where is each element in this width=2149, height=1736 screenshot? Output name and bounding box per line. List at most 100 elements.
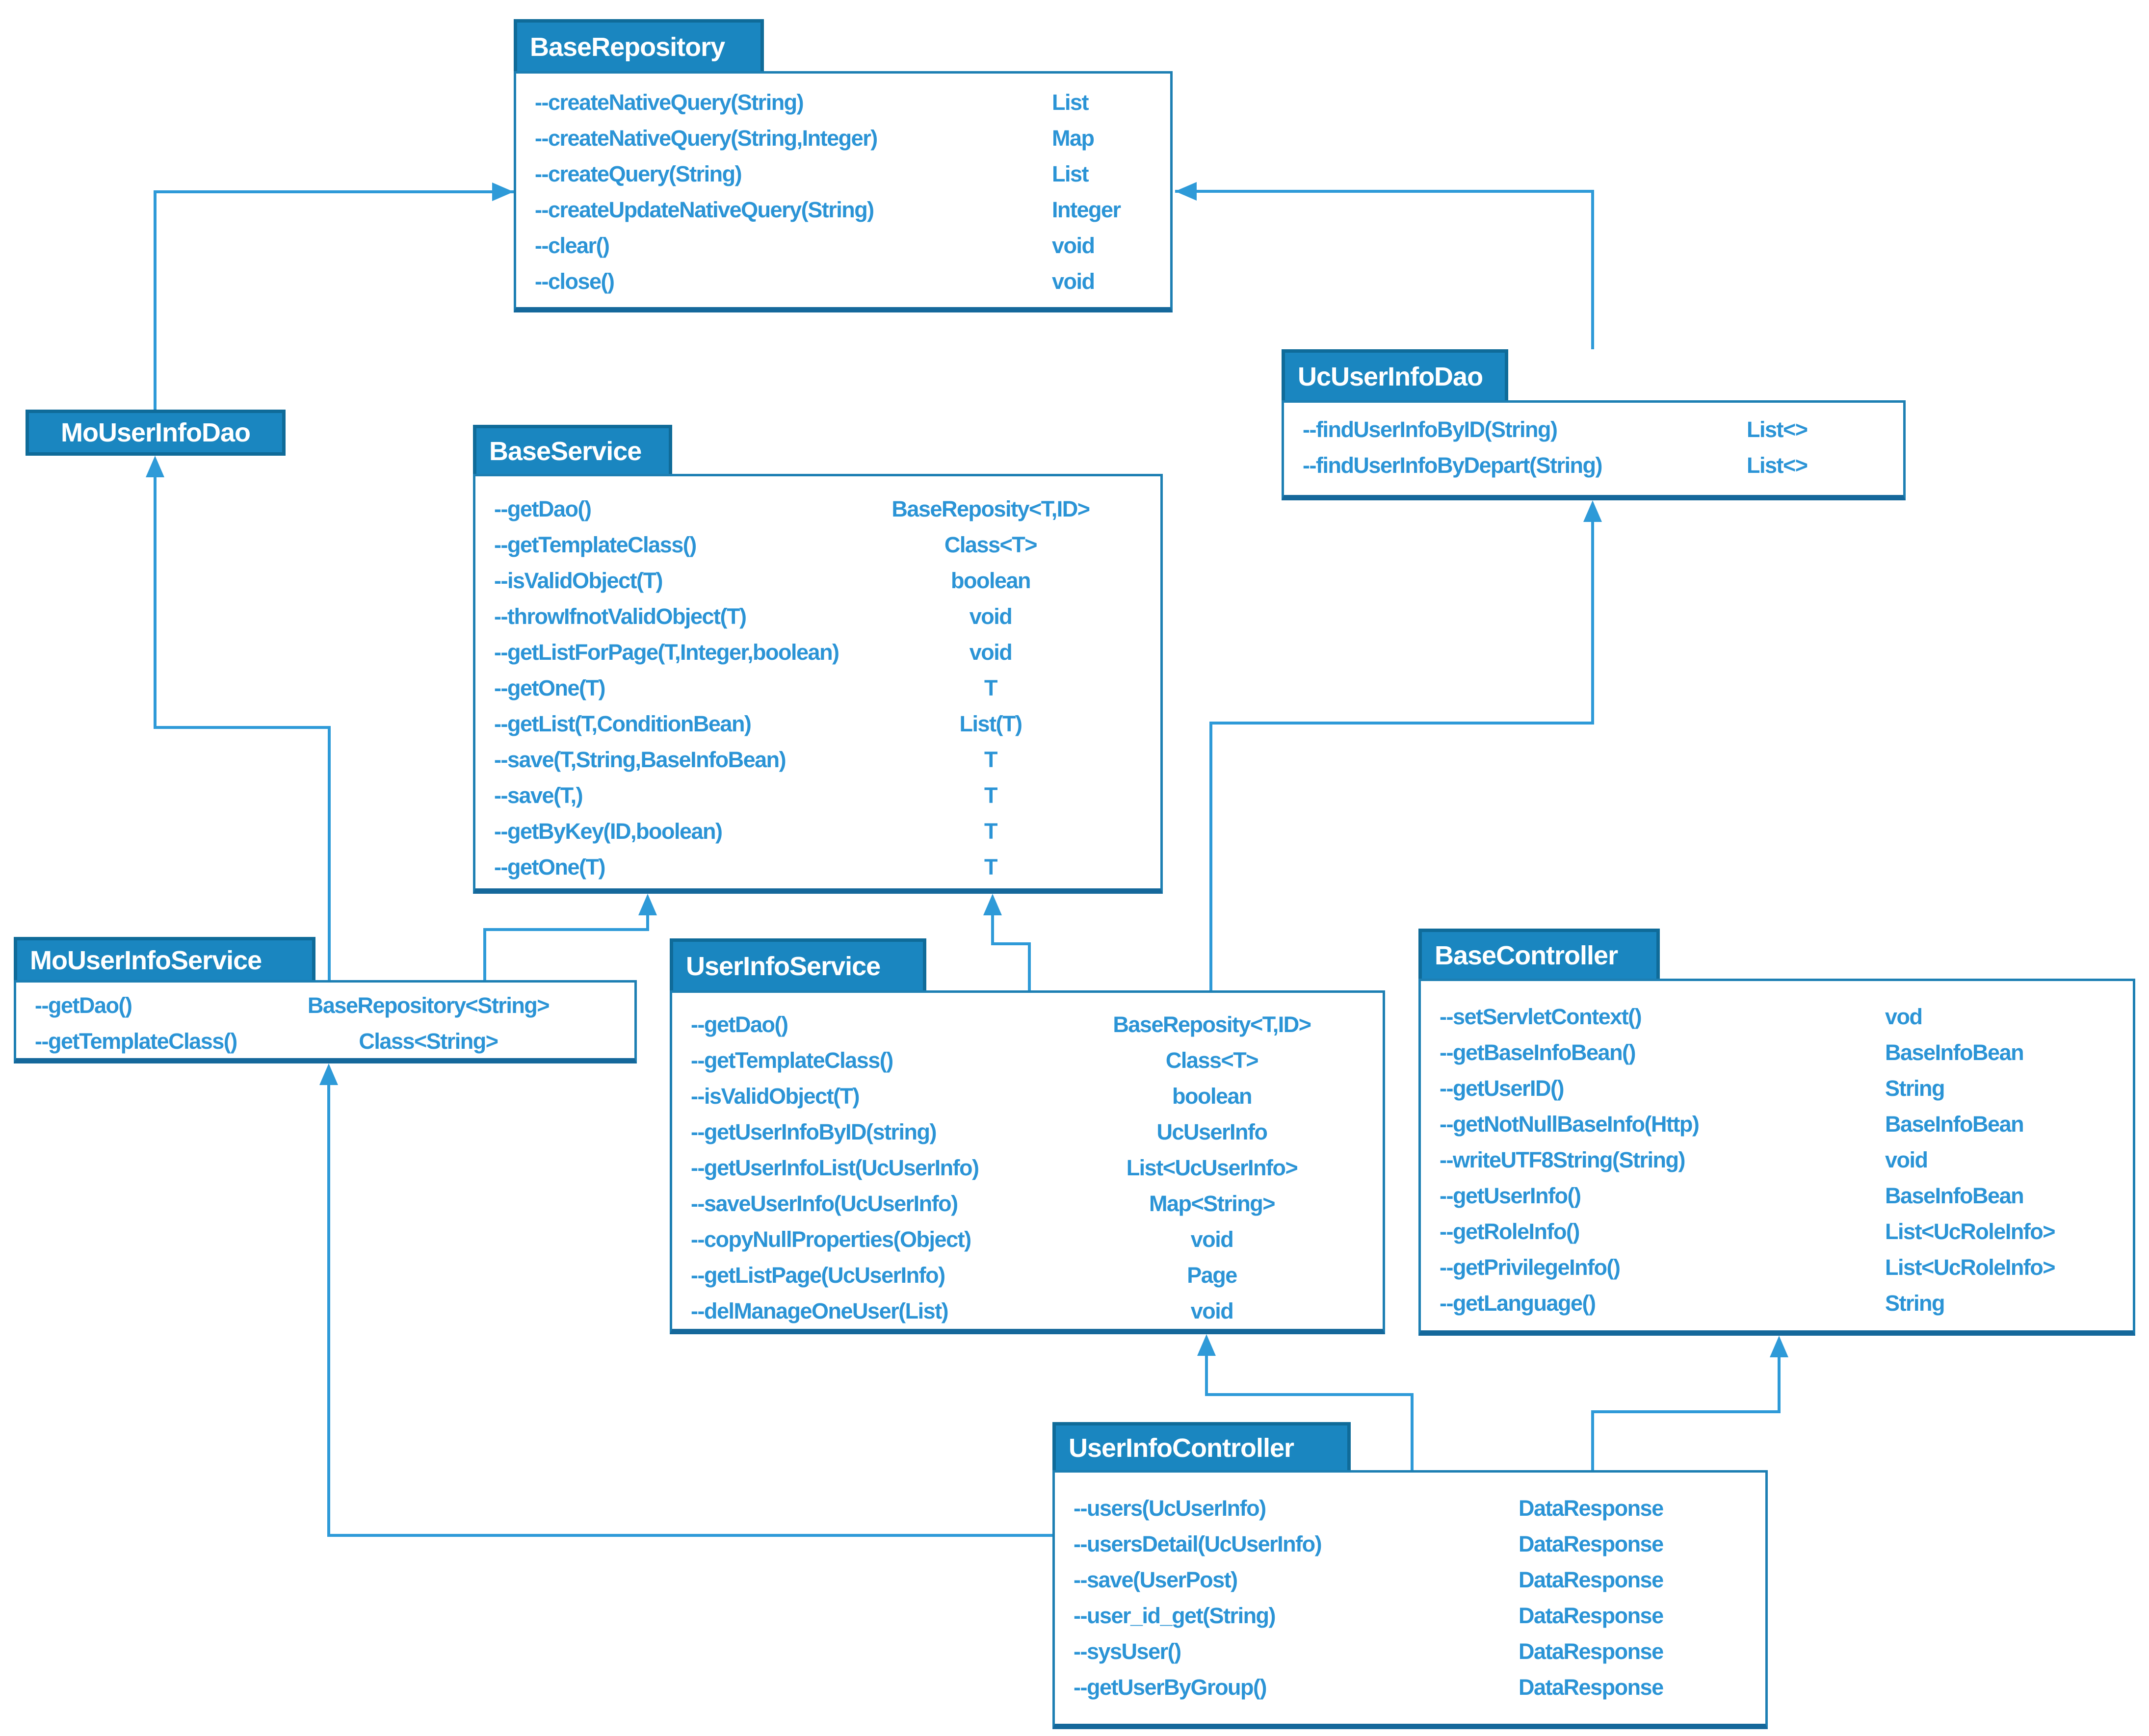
- method-name: --findUserInfoByID(String): [1303, 417, 1558, 442]
- method-name: --getDao(): [494, 496, 592, 521]
- connector-segment: [1209, 722, 1594, 725]
- method-return-type: List<UcRoleInfo>: [1885, 1255, 2056, 1280]
- method-name: --getOne(T): [494, 855, 605, 880]
- method-row: --getByKey(ID,boolean) T: [475, 813, 1160, 849]
- connector-segment: [1591, 190, 1594, 349]
- method-name: --copyNullProperties(Object): [691, 1227, 971, 1252]
- method-name: --getUserInfoByID(string): [691, 1119, 937, 1144]
- method-return-type: void: [1052, 269, 1095, 294]
- method-return-type: DataResponse: [1519, 1675, 1664, 1700]
- method-return-type: BaseReposity<T,ID>: [891, 496, 1090, 521]
- connector-segment: [991, 914, 994, 945]
- method-return-type: void: [1052, 233, 1095, 258]
- method-row: --delManageOneUser(List)void: [672, 1293, 1383, 1329]
- method-row: --findUserInfoByDepart(String) List<>: [1284, 447, 1903, 483]
- class-header: UcUserInfoDao: [1282, 349, 1508, 400]
- method-return-type: DataResponse: [1519, 1531, 1664, 1556]
- method-row: --getRoleInfo() List<UcRoleInfo>: [1421, 1214, 2133, 1249]
- class-header: UserInfoController: [1052, 1422, 1351, 1470]
- method-return-type: DataResponse: [1519, 1567, 1664, 1592]
- method-name: --getTemplateClass(): [494, 532, 697, 557]
- method-name: --createNativeQuery(String,Integer): [535, 126, 878, 151]
- method-name: --getList(T,ConditionBean): [494, 711, 752, 736]
- method-name: --throwIfnotValidObject(T): [494, 604, 747, 629]
- method-row: --isValidObject(T) boolean: [475, 563, 1160, 598]
- method-name: --save(T,): [494, 783, 583, 808]
- method-name: --getNotNullBaseInfo(Http): [1440, 1112, 1700, 1137]
- method-return-type: T: [984, 819, 998, 844]
- method-name: --getByKey(ID,boolean): [494, 819, 723, 844]
- method-row: --clear() void: [516, 228, 1170, 263]
- method-row: --getOne(T)T: [475, 670, 1160, 706]
- method-name: --getDao(): [691, 1012, 788, 1037]
- arrowhead: [319, 1063, 338, 1085]
- method-return-type: T: [984, 855, 998, 880]
- method-return-type: Class<String>: [359, 1029, 498, 1054]
- connector-segment: [1411, 1393, 1414, 1470]
- connector-segment: [154, 190, 514, 193]
- method-return-type: UcUserInfo: [1156, 1119, 1268, 1144]
- class-members: --getDao()BaseReposity<T,ID>--getTemplat…: [670, 990, 1385, 1334]
- method-return-type: String: [1885, 1291, 1945, 1316]
- method-row: --findUserInfoByID(String) List<>: [1284, 412, 1903, 447]
- class-members: --setServletContext()vod--getBaseInfoBea…: [1418, 979, 2135, 1336]
- method-row: --getTemplateClass()Class<String>: [16, 1023, 634, 1059]
- connector-segment: [1591, 521, 1594, 724]
- arrowhead: [983, 894, 1002, 915]
- class-header: BaseRepository: [514, 19, 764, 71]
- method-row: --getNotNullBaseInfo(Http)BaseInfoBean: [1421, 1106, 2133, 1142]
- method-row: --copyNullProperties(Object) void: [672, 1221, 1383, 1257]
- method-row: --save(UserPost) DataResponse: [1055, 1562, 1765, 1598]
- method-row: --getUserByGroup()DataResponse: [1055, 1669, 1765, 1705]
- class-header: UserInfoService: [670, 938, 926, 990]
- method-row: --user_id_get(String)DataResponse: [1055, 1598, 1765, 1633]
- method-name: --findUserInfoByDepart(String): [1303, 453, 1602, 478]
- method-name: --clear(): [535, 233, 610, 258]
- method-return-type: DataResponse: [1519, 1603, 1664, 1628]
- method-name: --close(): [535, 269, 615, 294]
- method-return-type: void: [1190, 1298, 1234, 1323]
- method-row: --createNativeQuery(String)List: [516, 84, 1170, 120]
- connector-segment: [991, 942, 1031, 945]
- method-row: --close() void: [516, 263, 1170, 299]
- method-name: --getListPage(UcUserInfo): [691, 1263, 945, 1288]
- method-row: --getListPage(UcUserInfo)Page: [672, 1257, 1383, 1293]
- method-row: --saveUserInfo(UcUserInfo)Map<String>: [672, 1186, 1383, 1221]
- arrowhead: [1197, 1334, 1216, 1356]
- method-return-type: void: [969, 604, 1013, 629]
- connector-segment: [328, 726, 331, 980]
- method-name: --users(UcUserInfo): [1074, 1496, 1266, 1521]
- class-header: MoUserInfoDao: [26, 410, 286, 456]
- class-members: --getDao()BaseRepository<String>--getTem…: [14, 980, 637, 1063]
- method-name: --isValidObject(T): [494, 568, 663, 593]
- method-name: --getLanguage(): [1440, 1291, 1596, 1316]
- connector-segment: [1028, 942, 1031, 990]
- method-row: --getDao()BaseRepository<String>: [16, 987, 634, 1023]
- method-row: --getLanguage() String: [1421, 1285, 2133, 1321]
- method-row: --sysUser()DataResponse: [1055, 1633, 1765, 1669]
- method-name: --usersDetail(UcUserInfo): [1074, 1531, 1322, 1556]
- method-return-type: void: [1190, 1227, 1234, 1252]
- method-return-type: boolean: [950, 568, 1031, 593]
- method-return-type: T: [984, 783, 998, 808]
- connector-segment: [154, 476, 157, 727]
- method-name: --save(T,String,BaseInfoBean): [494, 747, 786, 772]
- method-row: --save(T,String,BaseInfoBean)T: [475, 742, 1160, 777]
- class-members: --users(UcUserInfo) DataResponse --usersDe…: [1052, 1470, 1768, 1729]
- class-members: --createNativeQuery(String)List --createN…: [514, 71, 1173, 312]
- class-title: UserInfoController: [1069, 1433, 1294, 1463]
- method-return-type: List<>: [1747, 417, 1808, 442]
- method-return-type: Map<String>: [1149, 1191, 1276, 1216]
- connector-segment: [1205, 1393, 1414, 1396]
- method-name: --createUpdateNativeQuery(String): [535, 197, 874, 222]
- method-name: --isValidObject(T): [691, 1084, 860, 1109]
- method-row: --createQuery(String)List: [516, 156, 1170, 192]
- method-return-type: Integer: [1052, 197, 1121, 222]
- arrowhead: [492, 182, 514, 201]
- method-return-type: void: [1885, 1147, 1928, 1172]
- method-name: --save(UserPost): [1074, 1567, 1238, 1592]
- method-name: --getRoleInfo(): [1440, 1219, 1580, 1244]
- method-return-type: List<>: [1747, 453, 1808, 478]
- method-return-type: List<UcRoleInfo>: [1885, 1219, 2056, 1244]
- class-members: --findUserInfoByID(String)List<>--findUs…: [1282, 400, 1906, 500]
